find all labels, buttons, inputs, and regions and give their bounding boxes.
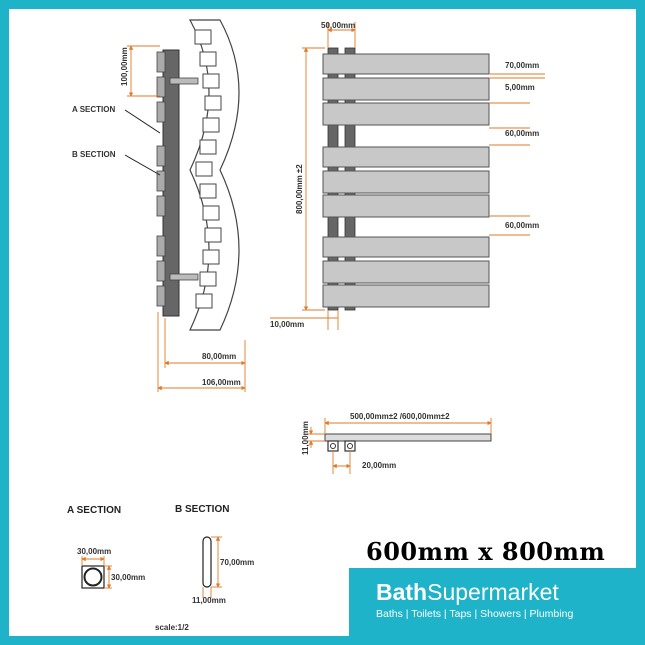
dim-height-800 <box>302 47 325 311</box>
dim-gap-60-b-label: 60,00mm <box>505 221 539 230</box>
brand-name-part2: Supermarket <box>427 579 559 605</box>
dim-gap-5-label: 5,00mm <box>505 83 535 92</box>
b-section-bar <box>202 536 212 588</box>
a-section-leader <box>124 109 161 134</box>
b-section-leader <box>124 154 161 176</box>
top-bar <box>324 433 492 442</box>
side-bracket-top <box>169 77 199 85</box>
dim-spacing-100-label: 100,00mm <box>120 47 129 86</box>
dim-depth-106-label: 106,00mm <box>202 378 241 387</box>
dim-sec-b-11-label: 11,00mm <box>192 596 226 605</box>
front-view: 50,00mm 800,00mm ±2 70,00mm 5,00mm 60,00… <box>270 21 545 330</box>
dim-pipe-50-label: 50,00mm <box>321 21 355 30</box>
dim-thick-11-label: 11,00mm <box>301 421 310 455</box>
side-blocks <box>194 29 222 309</box>
dim-spacing-100 <box>127 45 160 97</box>
a-section-pointer-label: A SECTION <box>72 105 115 114</box>
dim-front-right <box>489 73 545 236</box>
dim-height-800-label: 800,00mm ±2 <box>295 164 304 214</box>
top-valve-left <box>327 440 339 452</box>
dim-sec-b-70-label: 70,00mm <box>220 558 254 567</box>
top-valve-right <box>344 440 356 452</box>
dim-width-500-600-label: 500,00mm±2 /600,00mm±2 <box>350 412 450 421</box>
dim-bottom-10 <box>270 310 339 330</box>
brand-name-part1: Bath <box>376 579 428 605</box>
side-view: 100,00mm 80,00mm 106,00mm A SECTION B SE… <box>72 19 246 392</box>
scale-label: scale:1/2 <box>155 623 189 632</box>
b-section-title: B SECTION <box>175 504 229 515</box>
b-section: B SECTION 70,00mm 11,00mm <box>175 504 254 605</box>
side-bracket-bottom <box>169 273 199 281</box>
dim-bar-70-label: 70,00mm <box>505 61 539 70</box>
dim-sec-a-30-top-label: 30,00mm <box>77 547 111 556</box>
dim-top <box>307 418 492 474</box>
product-size-caption: 600mm x 800mm <box>366 537 606 566</box>
brand-tagline: Baths | Toilets | Taps | Showers | Plumb… <box>376 608 574 620</box>
brand-banner: BathSupermarket Baths | Toilets | Taps |… <box>349 568 636 636</box>
dim-valve-20-label: 20,00mm <box>362 461 396 470</box>
top-view: 500,00mm±2 /600,00mm±2 11,00mm 20,00mm <box>301 412 492 474</box>
dim-side-bottom <box>157 312 246 392</box>
dim-pipe-50 <box>327 22 356 48</box>
dim-width-80-label: 80,00mm <box>202 352 236 361</box>
dim-sec-a-30-side-label: 30,00mm <box>111 573 145 582</box>
a-section-circle <box>83 567 103 587</box>
a-section: A SECTION 30,00mm 30,00mm <box>67 505 145 589</box>
a-section-title: A SECTION <box>67 505 121 516</box>
side-tabs <box>156 51 166 307</box>
brand-logo-text: BathSupermarket <box>376 579 559 606</box>
b-section-pointer-label: B SECTION <box>72 150 116 159</box>
dim-gap-60-a-label: 60,00mm <box>505 129 539 138</box>
front-bars <box>322 53 490 308</box>
dim-bottom-10-label: 10,00mm <box>270 320 304 329</box>
